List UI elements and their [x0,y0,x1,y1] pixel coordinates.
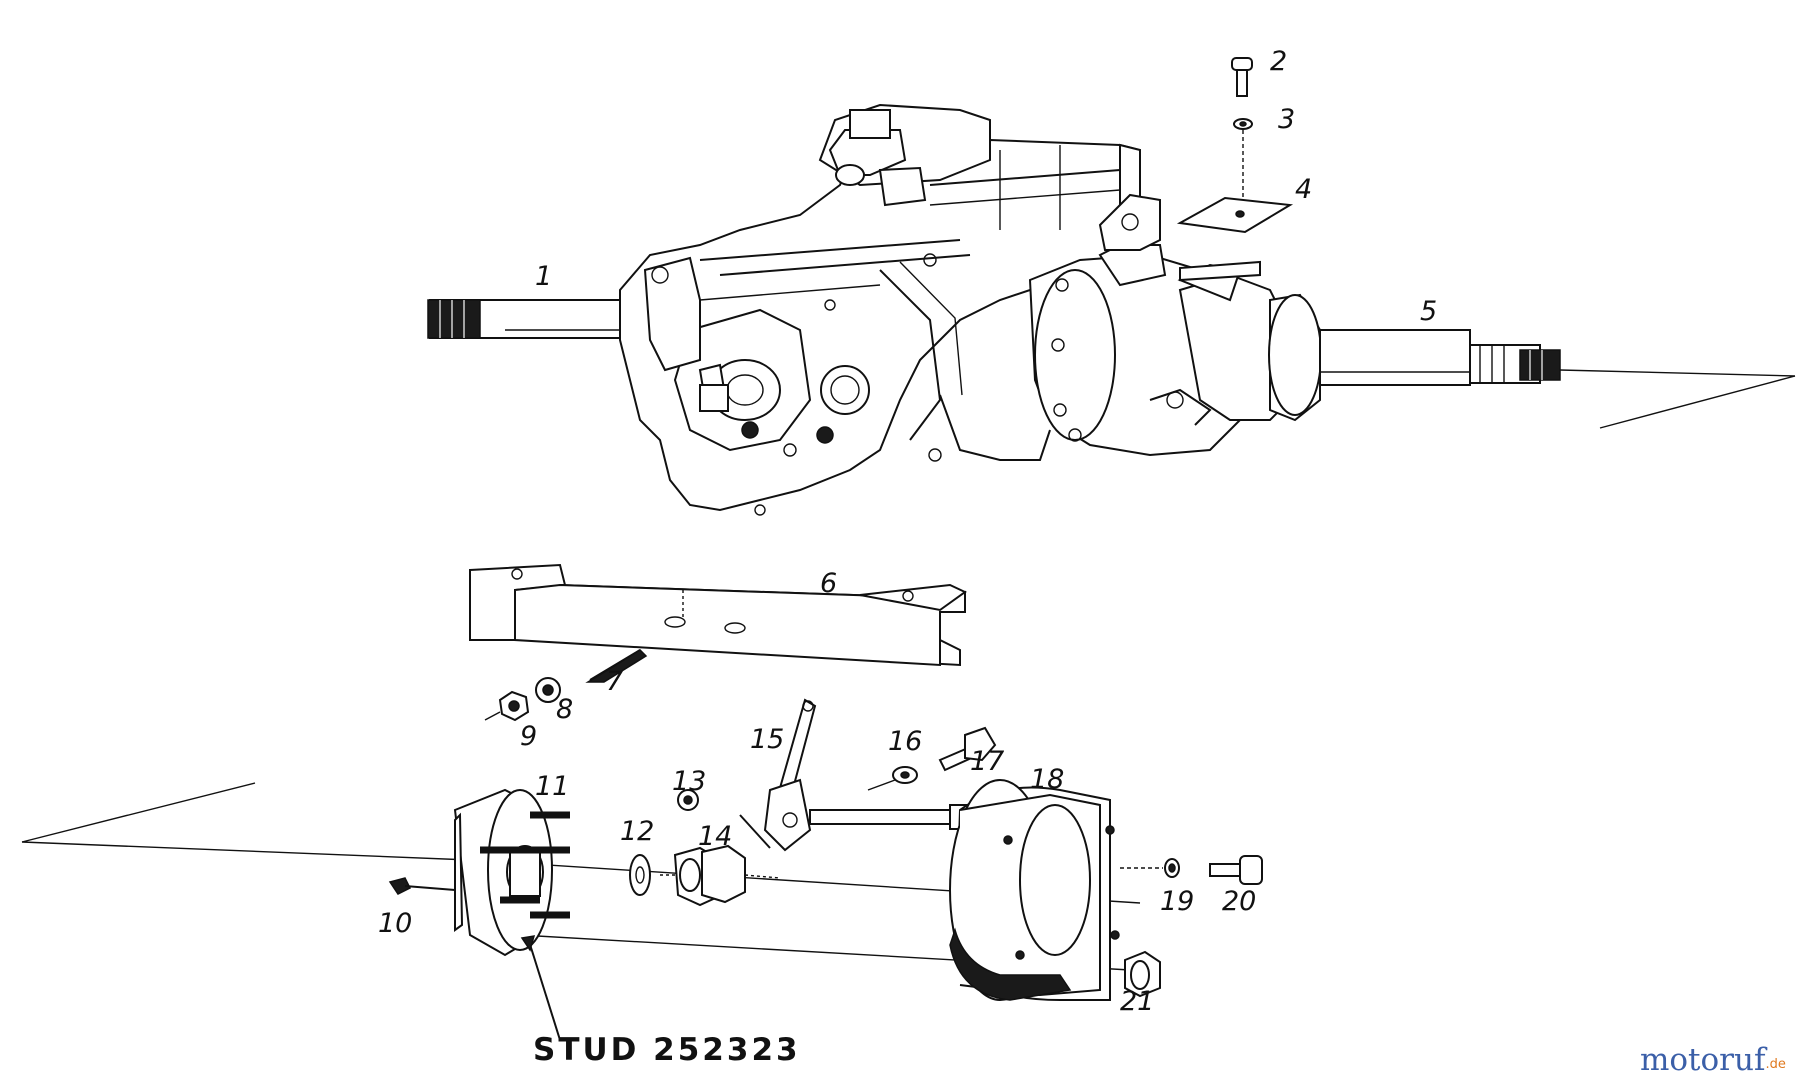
callout-20: 20 [1222,886,1256,917]
callout-14: 14 [698,821,732,852]
callout-10: 10 [378,908,412,939]
callout-13: 13 [672,766,706,797]
hub-stud [388,877,456,895]
callout-1: 1 [535,261,552,292]
callout-labels: 1 2 3 4 5 6 7 8 9 10 11 12 13 14 15 16 1… [378,46,1437,1017]
transaxle-assembly [427,57,1796,516]
brake-hub-assembly [21,698,1263,1041]
bracket-fasteners [484,649,648,722]
callout-15: 15 [750,724,784,755]
callout-11: 11 [535,771,569,802]
callout-18: 18 [1030,764,1064,795]
right-axle-housing [1028,193,1561,457]
callout-5: 5 [1420,296,1437,327]
stud-part-label: STUD 252323 [533,1032,801,1068]
callout-7: 7 [606,666,623,697]
callout-17: 17 [970,746,1004,777]
wheel-hub [453,788,570,957]
watermark-name: motoruf [1640,1042,1768,1078]
callout-2: 2 [1270,46,1287,77]
callout-4: 4 [1295,174,1312,205]
brake-lever [739,698,817,852]
callout-19: 19 [1160,886,1194,917]
callout-8: 8 [556,694,573,725]
callout-3: 3 [1278,104,1295,135]
callout-9: 9 [520,721,537,752]
watermark-logo: motoruf.de [1640,1042,1786,1078]
callout-21: 21 [1120,986,1154,1017]
brake-drum [949,779,1120,1001]
callout-12: 12 [620,816,654,847]
watermark-tld: .de [1765,1057,1785,1072]
top-plate-fasteners [1176,57,1294,234]
callout-6: 6 [820,568,837,599]
callout-16: 16 [888,726,922,757]
mounting-bracket [469,563,967,667]
